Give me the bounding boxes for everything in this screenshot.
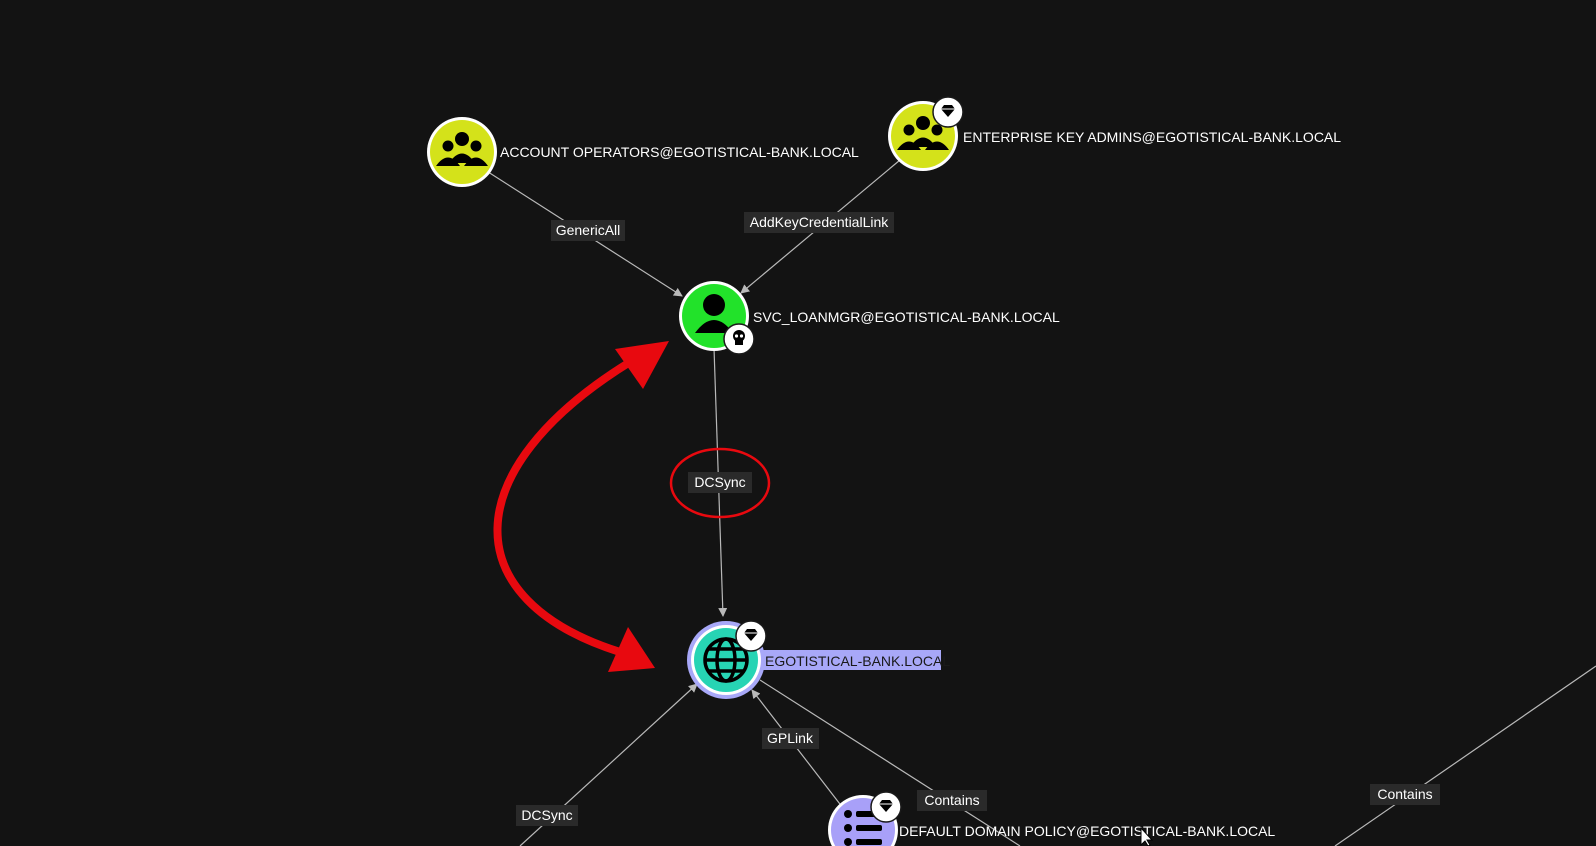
edge-label-text: GenericAll xyxy=(556,222,621,238)
edge-label-text: AddKeyCredentialLink xyxy=(750,214,890,230)
edge-label-add-key-credential-link[interactable]: AddKeyCredentialLink xyxy=(744,212,894,233)
node-default-domain-policy[interactable]: DEFAULT DOMAIN POLICY@EGOTISTICAL-BANK.L… xyxy=(828,791,1275,846)
edge-label-gplink[interactable]: GPLink xyxy=(762,728,819,749)
edge-label-text: DCSync xyxy=(521,807,572,823)
gem-icon xyxy=(735,620,767,652)
node-label-enterprise-key-admins: ENTERPRISE KEY ADMINS@EGOTISTICAL-BANK.L… xyxy=(963,129,1341,145)
edge-label-text: Contains xyxy=(924,792,979,808)
red-annotation-arrow xyxy=(493,341,669,672)
edge-contains-1[interactable] xyxy=(759,679,1021,846)
node-label-default-domain-policy: DEFAULT DOMAIN POLICY@EGOTISTICAL-BANK.L… xyxy=(899,823,1275,839)
edge-label-generic-all[interactable]: GenericAll xyxy=(551,220,625,241)
edge-label-dcsync-main[interactable]: DCSync xyxy=(688,472,752,493)
edge-label-text: GPLink xyxy=(767,730,814,746)
node-label-svc-loanmgr: SVC_LOANMGR@EGOTISTICAL-BANK.LOCAL xyxy=(753,309,1060,325)
edge-label-contains-2[interactable]: Contains xyxy=(1370,784,1440,805)
edge-label-dcsync-secondary[interactable]: DCSync xyxy=(516,805,578,826)
users-icon xyxy=(436,132,488,166)
edge-label-text: DCSync xyxy=(694,474,745,490)
node-account-operators[interactable]: ACCOUNT OPERATORS@EGOTISTICAL-BANK.LOCAL xyxy=(427,117,859,187)
node-domain[interactable]: EGOTISTICAL-BANK.LOCAL xyxy=(687,620,950,699)
user-icon xyxy=(695,294,733,333)
globe-icon xyxy=(703,637,749,683)
gem-icon xyxy=(870,791,902,823)
dcsync-highlight-ellipse xyxy=(669,447,771,519)
node-label-domain: EGOTISTICAL-BANK.LOCAL xyxy=(765,653,950,669)
gem-icon xyxy=(932,96,964,128)
users-icon xyxy=(897,116,949,150)
skull-icon xyxy=(723,323,755,355)
edge-label-text: Contains xyxy=(1377,786,1432,802)
edge-label-contains-1[interactable]: Contains xyxy=(917,790,987,811)
selection-highlight xyxy=(763,650,941,670)
node-enterprise-key-admins[interactable]: ENTERPRISE KEY ADMINS@EGOTISTICAL-BANK.L… xyxy=(888,96,1341,171)
node-svc-loanmgr[interactable]: SVC_LOANMGR@EGOTISTICAL-BANK.LOCAL xyxy=(679,281,1060,355)
node-label-account-operators: ACCOUNT OPERATORS@EGOTISTICAL-BANK.LOCAL xyxy=(500,144,859,160)
edge-contains-2[interactable] xyxy=(1334,665,1596,846)
